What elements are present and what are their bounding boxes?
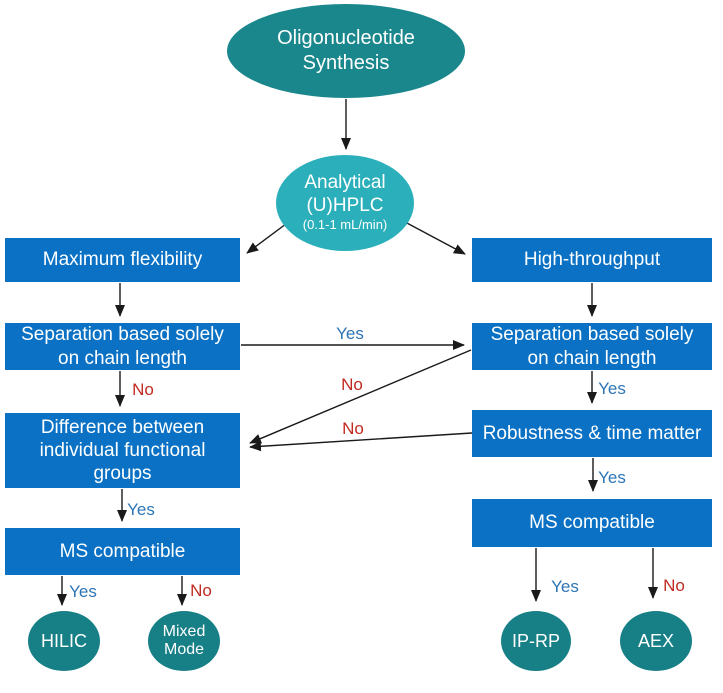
node-label: Mode xyxy=(163,641,205,658)
node-robustness-time-matter: Robustness & time matter xyxy=(472,410,712,457)
node-label: MS compatible xyxy=(529,512,655,534)
node-label: Maximum flexibility xyxy=(42,249,203,271)
node-oligonucleotide-synthesis: Oligonucleotide Synthesis xyxy=(227,4,465,98)
node-high-throughput: High-throughput xyxy=(472,238,712,282)
node-label: on chain length xyxy=(58,347,187,369)
node-label: Mixed xyxy=(162,622,206,640)
node-ip-rp: IP-RP xyxy=(501,611,571,671)
edge-label-ms-right-yes: Yes xyxy=(551,577,579,596)
edge-label-sep-left-no: No xyxy=(132,380,154,399)
node-label: Separation based solely xyxy=(490,324,694,346)
arrow-robustness-to-difference xyxy=(249,432,473,452)
node-label: Separation based solely xyxy=(21,324,224,346)
node-mixed-mode: Mixed Mode xyxy=(148,611,220,671)
node-ms-compatible-right: MS compatible xyxy=(472,499,712,547)
node-label: individual functional xyxy=(39,439,206,461)
node-label: IP-RP xyxy=(511,630,560,651)
edge-label-difference-yes: Yes xyxy=(127,500,155,519)
node-label: MS compatible xyxy=(59,540,186,562)
node-difference-functional-groups: Difference between individual functional… xyxy=(5,413,240,488)
node-label: Synthesis xyxy=(302,52,390,74)
edge-label-sep-right-yes: Yes xyxy=(598,379,626,398)
node-analytical-uhplc: Analytical (U)HPLC (0.1-1 mL/min) xyxy=(276,155,414,251)
node-label: Difference between xyxy=(40,416,205,438)
arrow-sepright-to-difference xyxy=(249,349,472,444)
node-aex: AEX xyxy=(620,611,692,671)
node-label: Oligonucleotide xyxy=(277,27,415,49)
node-ms-compatible-left: MS compatible xyxy=(5,528,240,575)
edge-label-robustness-yes: Yes xyxy=(598,468,626,487)
edge-label-sep-cross-no: No xyxy=(341,375,363,394)
node-sublabel: (0.1-1 mL/min) xyxy=(302,217,388,233)
node-separation-chain-length-right: Separation based solely on chain length xyxy=(472,323,712,370)
node-label: AEX xyxy=(637,630,675,651)
node-label: on chain length xyxy=(527,347,657,369)
node-label: High-throughput xyxy=(523,249,661,271)
node-label: groups xyxy=(93,463,152,485)
node-hilic: HILIC xyxy=(28,611,100,671)
edge-label-ms-right-no: No xyxy=(663,576,685,595)
node-maximum-flexibility: Maximum flexibility xyxy=(5,238,240,282)
node-label: (U)HPLC xyxy=(306,194,384,216)
node-separation-chain-length-left: Separation based solely on chain length xyxy=(5,323,240,370)
node-label: Analytical xyxy=(304,171,386,193)
edge-label-ms-left-yes: Yes xyxy=(69,582,97,601)
edge-label-sep-cross-yes: Yes xyxy=(336,324,364,343)
node-label: HILIC xyxy=(40,630,87,651)
node-label: Robustness & time matter xyxy=(482,422,702,444)
edge-label-robustness-cross-no: No xyxy=(342,419,364,438)
edge-label-ms-left-no: No xyxy=(190,581,212,600)
